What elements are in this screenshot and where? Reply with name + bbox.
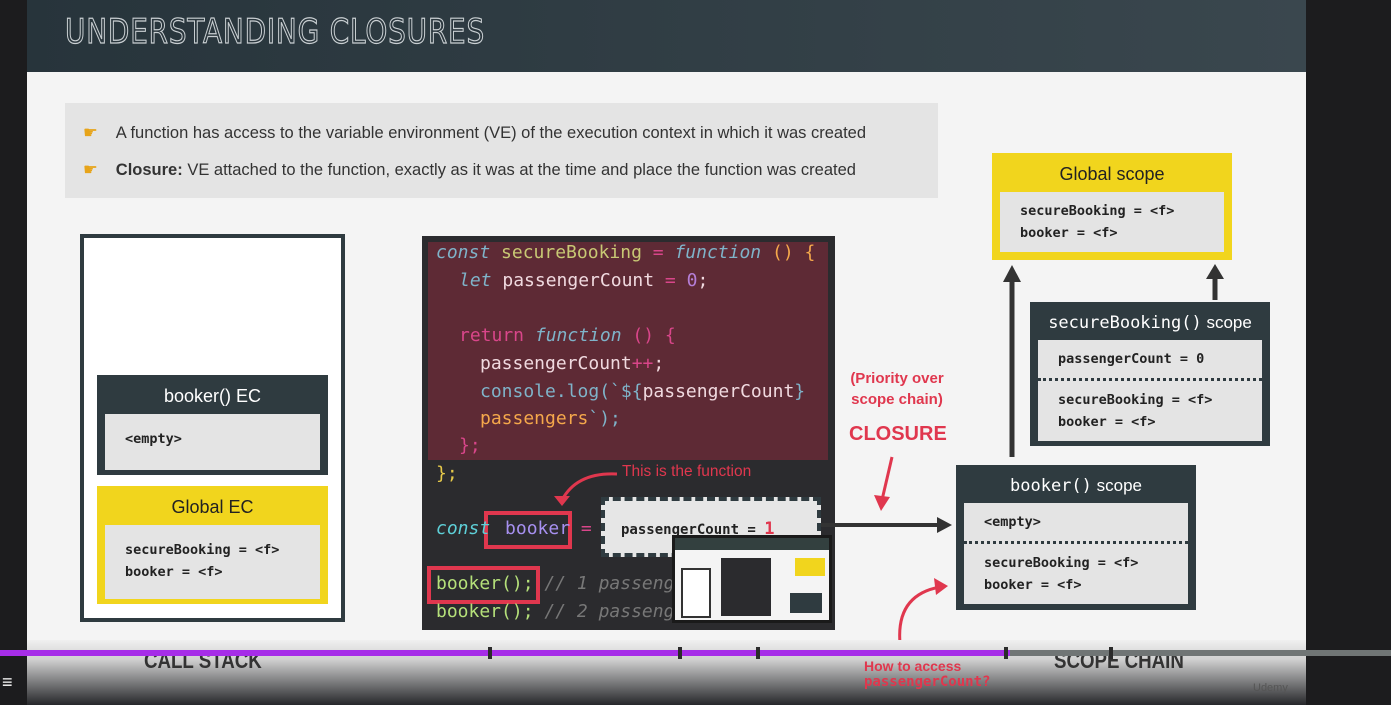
udemy-watermark: Udemy	[1253, 682, 1288, 694]
curved-arrow-up-icon	[898, 578, 948, 644]
bullet-1: ☛A function has access to the variable e…	[83, 124, 867, 142]
booker-highlight	[484, 511, 572, 549]
curved-arrow-icon	[554, 472, 618, 506]
booker-ec-content: <empty>	[105, 414, 320, 470]
bullet-box: ☛A function has access to the variable e…	[65, 103, 938, 198]
annotation-this-is-the-function: This is the function	[622, 463, 752, 480]
closure-highlight	[428, 242, 828, 460]
video-preview-thumbnail	[672, 535, 832, 623]
chapter-marker	[756, 647, 760, 659]
arrow-to-scope	[821, 517, 952, 533]
progress-played	[0, 650, 1010, 656]
booker-ec: booker() EC <empty>	[97, 375, 328, 475]
global-ec-content: secureBooking = <f>booker = <f>	[105, 525, 320, 599]
booker-ec-title: booker() EC	[163, 386, 262, 406]
global-ec: Global EC secureBooking = <f>booker = <f…	[97, 486, 328, 604]
slide-header: UNDERSTANDING CLOSURES	[27, 0, 1306, 72]
chapter-marker	[678, 647, 682, 659]
chapter-marker	[1004, 647, 1008, 659]
call-stack: booker() EC <empty> Global EC secureBook…	[80, 234, 345, 622]
pointing-hand-icon: ☛	[83, 161, 98, 179]
booker-scope: booker() scope <empty> secureBooking = <…	[956, 465, 1196, 610]
chapter-marker	[1109, 647, 1113, 659]
priority-note: (Priority over scope chain)	[850, 370, 944, 408]
arrow-up-icon	[1206, 264, 1224, 300]
arrow-down-icon	[874, 456, 894, 511]
slide: UNDERSTANDING CLOSURES ☛A function has a…	[27, 0, 1306, 705]
bullet-2: ☛Closure: VE attached to the function, e…	[83, 161, 856, 179]
closure-label: CLOSURE	[849, 423, 947, 445]
securebooking-scope: secureBooking() scope passengerCount = 0…	[1030, 302, 1270, 446]
booker-call-highlight	[427, 566, 540, 604]
global-scope: Global scope secureBooking = <f>booker =…	[992, 153, 1232, 260]
pointing-hand-icon: ☛	[83, 124, 98, 142]
slide-title: UNDERSTANDING CLOSURES	[65, 11, 486, 52]
global-ec-title: Global EC	[171, 497, 254, 517]
notes-icon[interactable]: ≡	[2, 672, 13, 692]
code-block: const secureBooking = function () { let …	[422, 236, 835, 630]
scope-chain-arrow-up-icon	[1003, 265, 1021, 457]
chapter-marker	[488, 647, 492, 659]
